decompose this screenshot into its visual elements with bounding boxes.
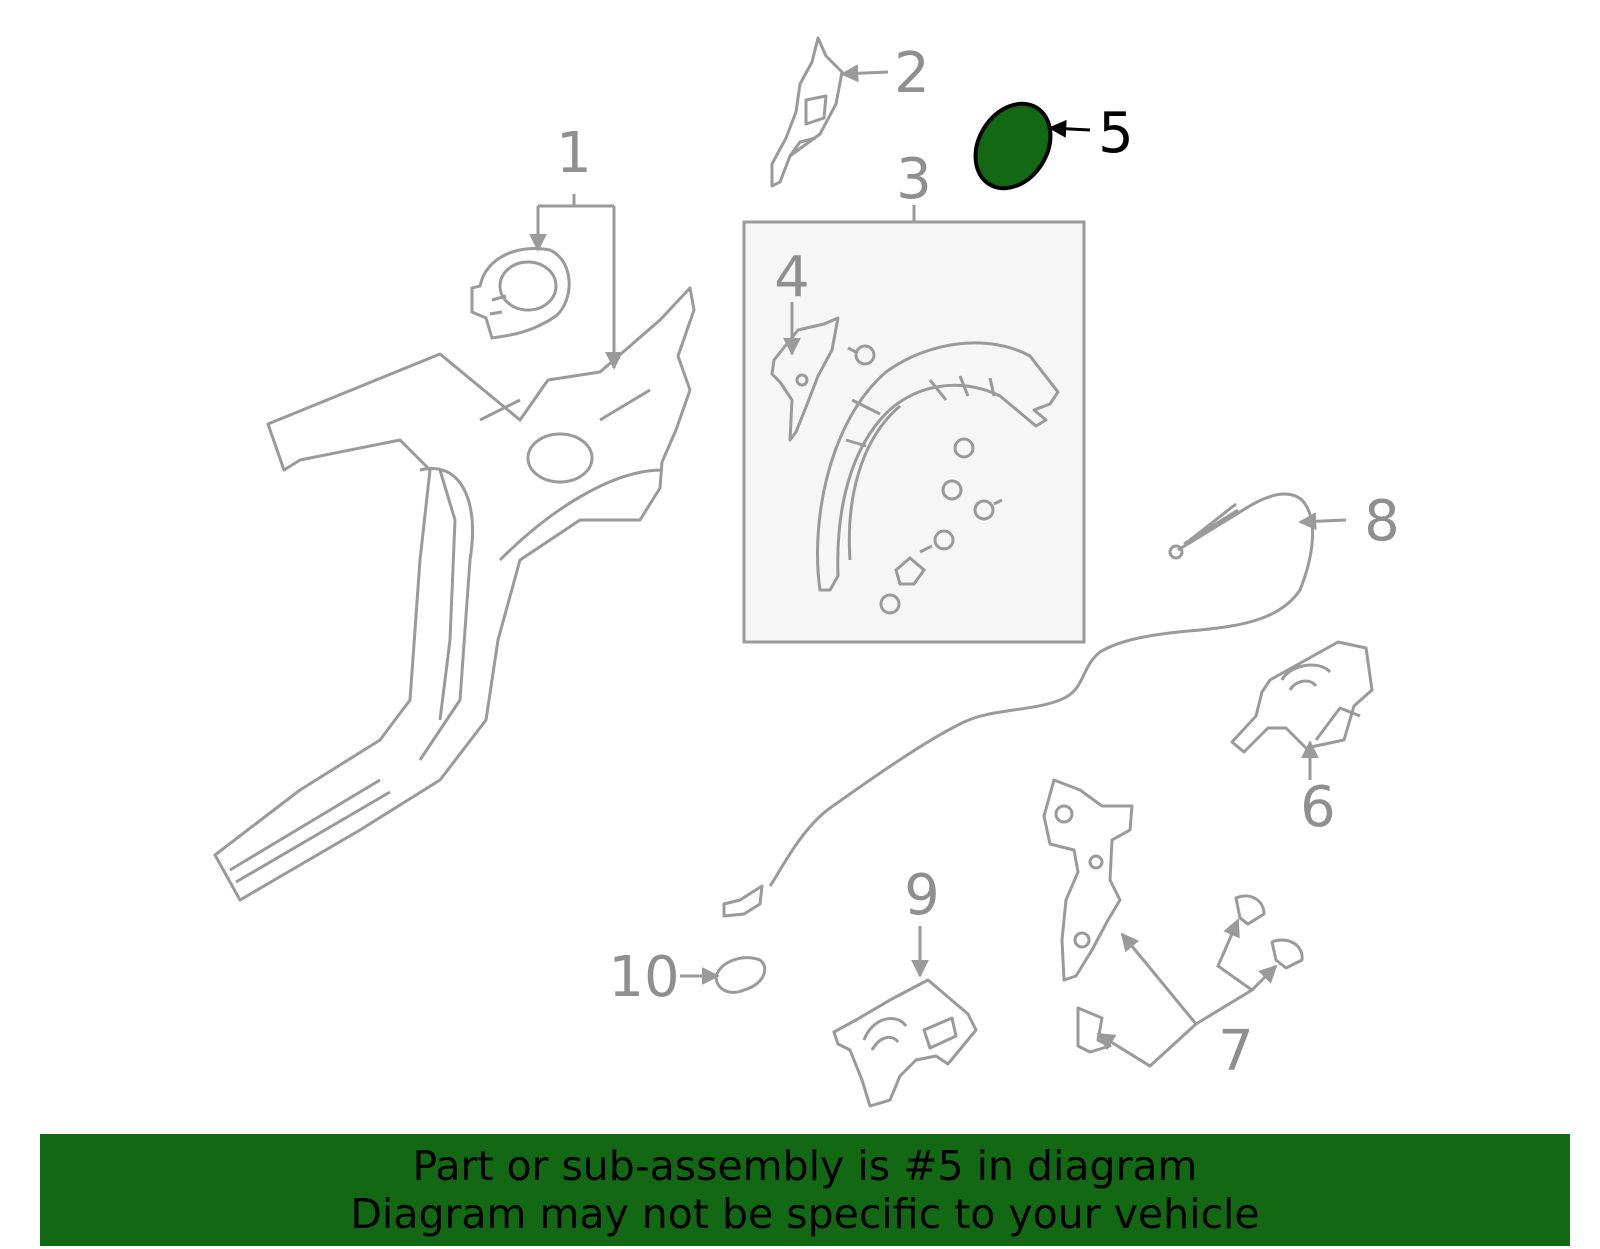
parts-diagram: 1 2 3 4 5 6 7 8 9 10	[213, 36, 1400, 1108]
part-7-hinge	[1042, 778, 1304, 1054]
part-1-fuel-housing	[470, 247, 571, 340]
part-1-quarter-panel	[213, 286, 696, 902]
part-4-bracket	[770, 316, 840, 442]
callout-labels: 1 2 3 4 5 6 7 8 9 10	[556, 41, 1400, 1084]
part-5-fuel-door	[973, 101, 1053, 191]
callout-6: 6	[1300, 775, 1336, 840]
callout-1: 1	[556, 121, 592, 186]
info-banner: Part or sub-assembly is #5 in diagram Di…	[40, 1134, 1570, 1246]
part-3-inset-box	[742, 205, 1086, 644]
leader-line-5	[1048, 119, 1091, 138]
part-2-bracket	[770, 36, 844, 188]
banner-line-2: Diagram may not be specific to your vehi…	[350, 1190, 1260, 1238]
callout-3: 3	[896, 147, 932, 212]
leader-lines	[529, 64, 1347, 1068]
callout-10: 10	[608, 945, 679, 1010]
fasteners	[847, 344, 1003, 615]
callout-2: 2	[894, 41, 930, 106]
callout-4: 4	[774, 245, 810, 310]
part-9-latch	[832, 978, 978, 1108]
callout-5: 5	[1098, 101, 1134, 166]
callout-8: 8	[1364, 489, 1400, 554]
banner-line-1: Part or sub-assembly is #5 in diagram	[412, 1142, 1198, 1190]
wheel-liner	[816, 341, 1060, 592]
callout-9: 9	[904, 863, 940, 928]
callout-7: 7	[1218, 1019, 1254, 1084]
part-6-actuator	[1230, 640, 1374, 754]
part-10-bumper	[714, 956, 767, 994]
